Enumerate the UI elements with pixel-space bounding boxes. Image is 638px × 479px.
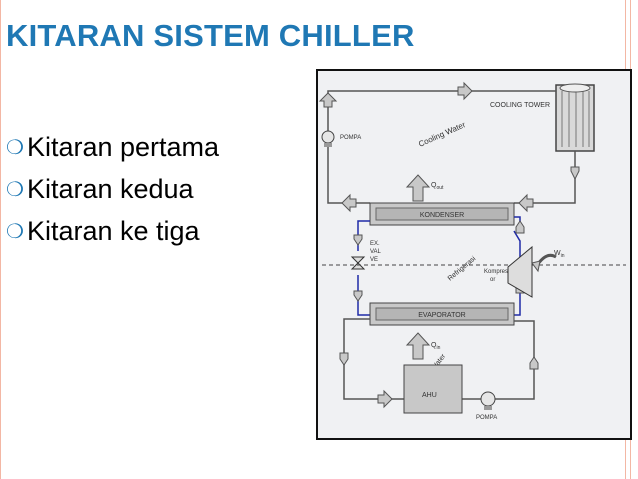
- expansion-valve-label: VAL: [370, 249, 382, 255]
- compressor-label: or: [490, 277, 495, 283]
- flow-arrow-icon: [318, 92, 338, 108]
- expansion-valve-label: VE: [370, 257, 378, 263]
- evaporator-unit: [369, 302, 515, 326]
- bullet-item: ❍Kitaran pertama: [6, 128, 219, 170]
- condenser-label: KONDENSER: [420, 212, 464, 219]
- decorative-line-left: [0, 0, 1, 479]
- compressor-icon: [507, 245, 533, 298]
- flow-arrow-icon: [353, 290, 363, 302]
- work-in-label: Win: [554, 250, 565, 259]
- pump-bottom-icon: [480, 391, 496, 410]
- expansion-valve-icon: [350, 256, 366, 270]
- flow-arrow-icon: [341, 193, 357, 213]
- ahu-unit: [403, 364, 463, 414]
- refrigeration-label: Refrigerasi: [447, 255, 478, 282]
- bullet-marker-icon: ❍: [6, 221, 24, 243]
- flow-arrow-icon: [339, 352, 349, 366]
- flow-arrow-icon: [515, 220, 525, 234]
- pump-top-icon: [321, 130, 335, 147]
- bullet-text: Kitaran ke tiga: [26, 216, 200, 246]
- flow-arrow-icon: [377, 389, 393, 409]
- heat-out-arrow-icon: [405, 174, 431, 202]
- cooling-tower-label: COOLING TOWER: [490, 102, 550, 109]
- pump-top-label: POMPA: [340, 135, 361, 141]
- cooling-water-label: Cooling Water: [417, 120, 467, 149]
- evaporator-label: EVAPORATOR: [418, 312, 465, 319]
- bullet-marker-icon: ❍: [6, 137, 24, 159]
- heat-in-arrow-icon: [405, 332, 431, 360]
- bullet-marker-icon: ❍: [6, 179, 24, 201]
- flow-arrow-icon: [518, 193, 534, 213]
- pump-bottom-label: POMPA: [476, 415, 497, 421]
- bullet-item: ❍Kitaran kedua: [6, 170, 219, 212]
- flow-arrow-icon: [353, 234, 363, 246]
- diagram-canvas: COOLING TOWER POMPA Cooling Water Qout K…: [318, 81, 626, 421]
- flow-arrow-icon: [457, 81, 473, 101]
- work-in-arrowhead-icon: [531, 260, 541, 273]
- compressor-label: Kompres: [484, 269, 508, 275]
- refrigerant-pipe: [357, 216, 521, 316]
- cooling-tower: [555, 83, 595, 152]
- bullet-item: ❍Kitaran ke tiga: [6, 212, 219, 254]
- chiller-cycle-diagram: COOLING TOWER POMPA Cooling Water Qout K…: [316, 69, 632, 440]
- ahu-label: AHU: [422, 392, 437, 399]
- slide-title: KITARAN SISTEM CHILLER: [6, 18, 415, 53]
- flow-arrow-icon: [570, 166, 580, 181]
- q-in-label: Qin: [431, 342, 441, 351]
- flow-arrow-icon: [529, 356, 539, 370]
- condenser-unit: [369, 202, 515, 226]
- q-out-label: Qout: [431, 182, 444, 191]
- expansion-valve-label: EX.: [370, 241, 380, 247]
- bullet-list: ❍Kitaran pertama ❍Kitaran kedua ❍Kitaran…: [6, 128, 219, 254]
- bullet-text: Kitaran kedua: [26, 174, 194, 204]
- bullet-text: Kitaran pertama: [26, 132, 220, 162]
